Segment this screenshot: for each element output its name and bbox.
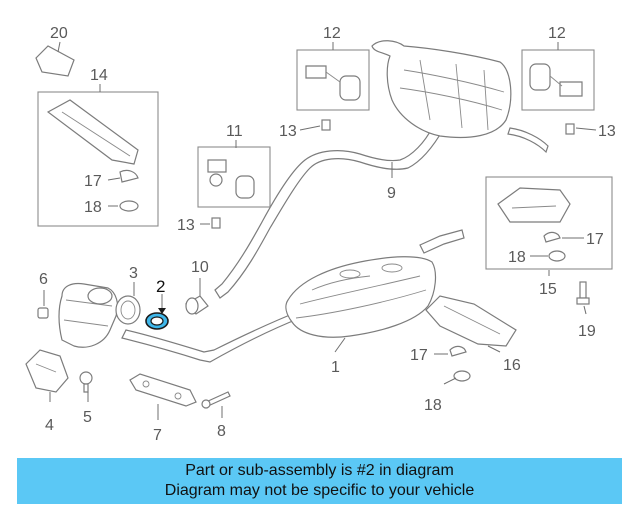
callout-17-a: 17 (84, 173, 102, 190)
bracket-4 (25, 349, 69, 393)
heat-shield-16 (425, 295, 517, 382)
callout-16: 16 (503, 357, 521, 374)
callout-13-c: 13 (177, 217, 195, 234)
clamp-10 (185, 295, 209, 315)
bolt-13-c (211, 217, 221, 229)
box-11 (197, 146, 271, 208)
caption-line-2: Diagram may not be specific to your vehi… (164, 482, 475, 499)
caption-line-1: Part or sub-assembly is #2 in diagram (185, 462, 454, 479)
callout-7: 7 (153, 427, 162, 444)
callout-numbers: 1 2 3 4 5 6 7 8 9 10 11 12 12 13 13 13 1… (39, 25, 616, 444)
box-15 (485, 176, 613, 270)
leader-lines (43, 41, 597, 420)
rear-muffler (371, 40, 512, 139)
callout-6: 6 (39, 271, 48, 288)
callout-18-b: 18 (508, 249, 526, 266)
callout-8: 8 (217, 423, 226, 440)
box-14 (37, 91, 159, 227)
callout-3: 3 (129, 265, 138, 282)
callout-12-left: 12 (323, 25, 341, 42)
callout-9: 9 (387, 185, 396, 202)
gasket-part-2 (145, 312, 169, 330)
callout-13-b: 13 (598, 123, 616, 140)
bracket-7 (129, 373, 197, 407)
callout-14: 14 (90, 67, 108, 84)
box-12-left (296, 49, 370, 111)
bolt-13-a (321, 119, 331, 131)
bolt-13-b (565, 123, 575, 135)
callout-20: 20 (50, 25, 68, 42)
callout-17-b: 17 (586, 231, 604, 248)
bracket-20 (35, 45, 75, 77)
bolt-5 (79, 371, 93, 393)
callout-19: 19 (578, 323, 596, 340)
callout-10: 10 (191, 259, 209, 276)
callout-17-c: 17 (410, 347, 428, 364)
callout-18-c: 18 (424, 397, 442, 414)
callout-2: 2 (156, 277, 165, 296)
catalytic-converter (58, 282, 141, 348)
callout-13-a: 13 (279, 123, 297, 140)
callout-11: 11 (226, 123, 243, 140)
bolt-19 (576, 281, 590, 305)
center-muffler (285, 256, 437, 338)
diagram-caption-banner: Part or sub-assembly is #2 in diagram Di… (17, 458, 622, 504)
callout-15: 15 (539, 281, 557, 298)
callout-18-a: 18 (84, 199, 102, 216)
nut-6 (37, 307, 49, 319)
callout-4: 4 (45, 417, 54, 434)
callout-12-right: 12 (548, 25, 566, 42)
callout-1: 1 (331, 359, 340, 376)
box-12-right (521, 49, 595, 111)
exhaust-parts-diagram: 1 2 3 4 5 6 7 8 9 10 11 12 12 13 13 13 1… (25, 25, 616, 444)
callout-5: 5 (83, 409, 92, 426)
bolt-8 (201, 391, 231, 409)
